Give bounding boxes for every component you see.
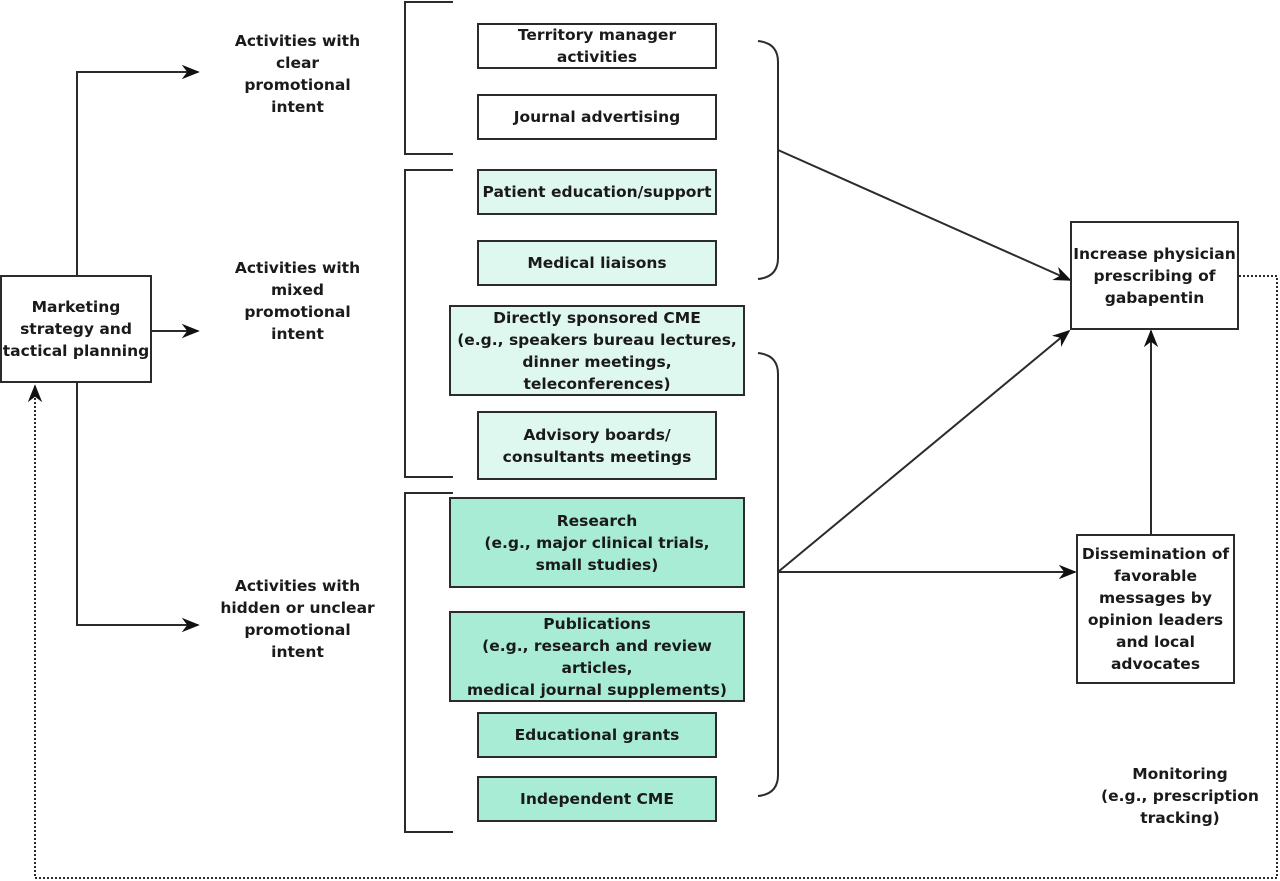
outcome-box: Increase physician prescribing of gabape…	[1070, 221, 1239, 330]
category-hidden-label: Activities with hidden or unclear promot…	[220, 577, 375, 661]
brace-upper	[757, 40, 779, 280]
activity-territory-manager: Territory manager activities	[477, 23, 717, 69]
bracket-clear	[404, 1, 453, 155]
monitoring-label: Monitoring (e.g., prescription tracking)	[1101, 765, 1259, 827]
arrow-upper-to-outcome	[777, 149, 1072, 281]
category-mixed-label: Activities with mixed promotional intent	[234, 259, 361, 343]
activity-directly-sponsored-cme: Directly sponsored CME (e.g., speakers b…	[449, 305, 745, 396]
activity-publications: Publications (e.g., research and review …	[449, 611, 745, 702]
marketing-strategy-box: Marketing strategy and tactical planning	[0, 275, 152, 383]
activity-independent-cme: Independent CME	[477, 776, 717, 822]
monitoring-feedback-loop	[27, 275, 1278, 879]
activity-advisory-boards: Advisory boards/ consultants meetings	[477, 411, 717, 480]
brace-lower	[757, 352, 779, 797]
activity-educational-grants: Educational grants	[477, 712, 717, 758]
activity-patient-education: Patient education/support	[477, 169, 717, 215]
activity-research: Research (e.g., major clinical trials, s…	[449, 497, 745, 588]
arrow-lower-to-outcome	[777, 329, 1071, 573]
dissemination-box: Dissemination of favorable messages by o…	[1076, 534, 1235, 684]
category-clear-label: Activities with clear promotional intent	[234, 32, 361, 116]
arrow-to-clear	[76, 64, 200, 275]
bracket-hidden	[404, 492, 453, 833]
arrow-to-hidden	[76, 383, 200, 633]
activity-medical-liaisons: Medical liaisons	[477, 240, 717, 286]
activity-journal-advertising: Journal advertising	[477, 94, 717, 140]
bracket-mixed	[404, 169, 453, 478]
